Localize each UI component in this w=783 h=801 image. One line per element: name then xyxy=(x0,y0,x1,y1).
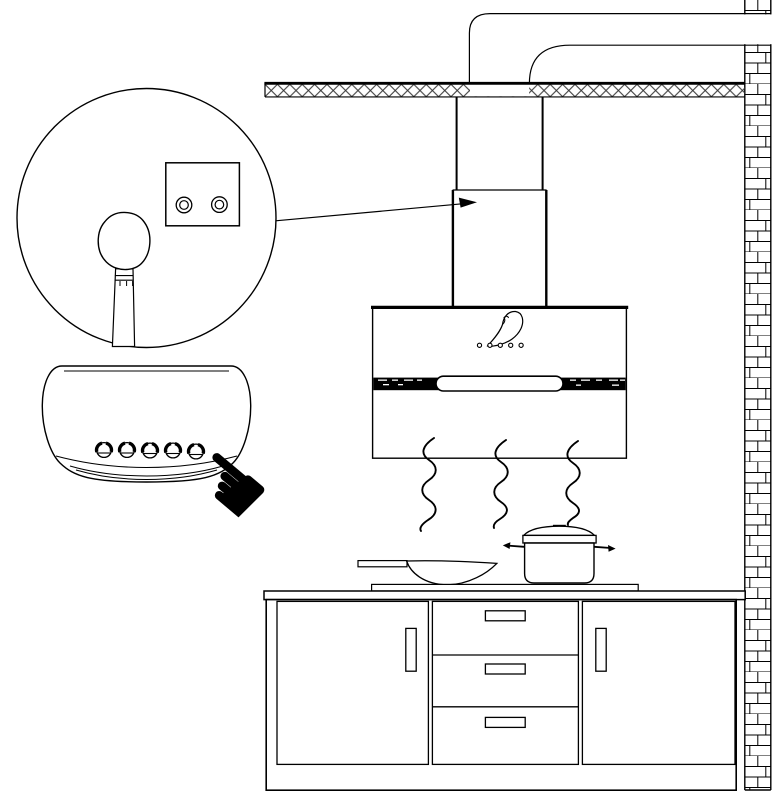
steam-wisp xyxy=(492,439,509,529)
duct-upper-line xyxy=(468,13,771,84)
socket-hole xyxy=(210,196,228,214)
panel-face-bottom-arc xyxy=(55,455,238,469)
socket-hole-inner xyxy=(179,200,189,210)
pot-handle-left-tip xyxy=(502,542,511,549)
chimney-lower-section-sides xyxy=(451,190,548,306)
socket-hole xyxy=(175,196,193,214)
cooktop xyxy=(371,583,639,592)
cabinet-door-right-handle xyxy=(595,627,607,672)
chimney-upper-section xyxy=(455,96,544,190)
panel-button xyxy=(117,441,137,459)
hood-indicator-dots xyxy=(476,342,524,348)
cabinet-drawer-handle xyxy=(484,610,526,622)
plug-cord-collar-lines xyxy=(114,275,134,281)
chimney-flue xyxy=(451,96,548,306)
hood-dot xyxy=(487,342,493,348)
cabinet-carcass xyxy=(265,598,738,791)
steam-wisps xyxy=(419,437,581,532)
pot-handles xyxy=(502,542,616,552)
callout-arrow xyxy=(275,197,477,222)
panel-button xyxy=(186,442,206,460)
plug-head xyxy=(97,211,151,271)
wok-handle xyxy=(357,559,408,568)
duct-lower-line xyxy=(528,44,771,84)
pot-lid-dome xyxy=(522,525,597,537)
hood-dot xyxy=(508,342,514,348)
panel-button xyxy=(163,441,183,459)
wok xyxy=(357,559,499,586)
hood-logo-notch xyxy=(502,315,509,325)
brick-wall-edges xyxy=(744,0,772,791)
cabinet-door-right xyxy=(581,600,736,766)
pot-handle-right-tip xyxy=(608,545,616,552)
cabinet-door-left-handle xyxy=(405,627,417,672)
cabinet-drawer-dividers xyxy=(432,654,579,708)
plug-cord-collar-ticks xyxy=(119,281,134,286)
ceiling xyxy=(264,81,746,98)
duct-wall-opening xyxy=(743,14,772,45)
hood-dot xyxy=(476,342,483,348)
panel-bottom-edge-line xyxy=(69,465,224,477)
pot-handle-left xyxy=(507,544,525,548)
steam-wisp xyxy=(565,440,581,526)
brick-wall-fill xyxy=(744,0,771,790)
wok-bowl xyxy=(405,560,499,586)
cabinet-drawer-handle xyxy=(484,663,526,675)
pot-handle-right xyxy=(594,545,611,549)
countertop xyxy=(263,590,746,601)
control-panel-callout: ☚ xyxy=(41,365,291,548)
stock-pot xyxy=(502,524,616,584)
steam-wisp xyxy=(419,437,437,532)
cabinet-door-left xyxy=(276,600,430,766)
plug-socket-callout xyxy=(16,87,277,349)
pot-lid-rim xyxy=(522,534,597,544)
hood-dot xyxy=(497,342,503,348)
panel-bottom-edge-line xyxy=(75,469,218,481)
base-cabinet xyxy=(265,598,738,791)
hood-handle-pill xyxy=(435,375,564,392)
cabinet-drawer-handle xyxy=(484,716,526,729)
exhaust-duct xyxy=(468,13,771,84)
pot-body xyxy=(523,542,595,584)
callout-arrow-line xyxy=(275,203,463,222)
callout-arrowhead xyxy=(458,197,477,208)
cabinet-drawer-stack xyxy=(431,600,580,766)
callout-circle xyxy=(16,87,277,349)
hood-dot xyxy=(518,342,524,348)
wall-socket-plate xyxy=(165,162,241,227)
panel-button xyxy=(140,441,160,459)
range-hood xyxy=(371,305,629,459)
socket-hole-inner xyxy=(214,199,225,210)
panel-button xyxy=(94,441,114,459)
ceiling-duct-opening xyxy=(469,84,530,97)
panel-buttons xyxy=(94,441,206,460)
hood-band-texture xyxy=(378,379,625,386)
brick-wall xyxy=(743,0,772,791)
